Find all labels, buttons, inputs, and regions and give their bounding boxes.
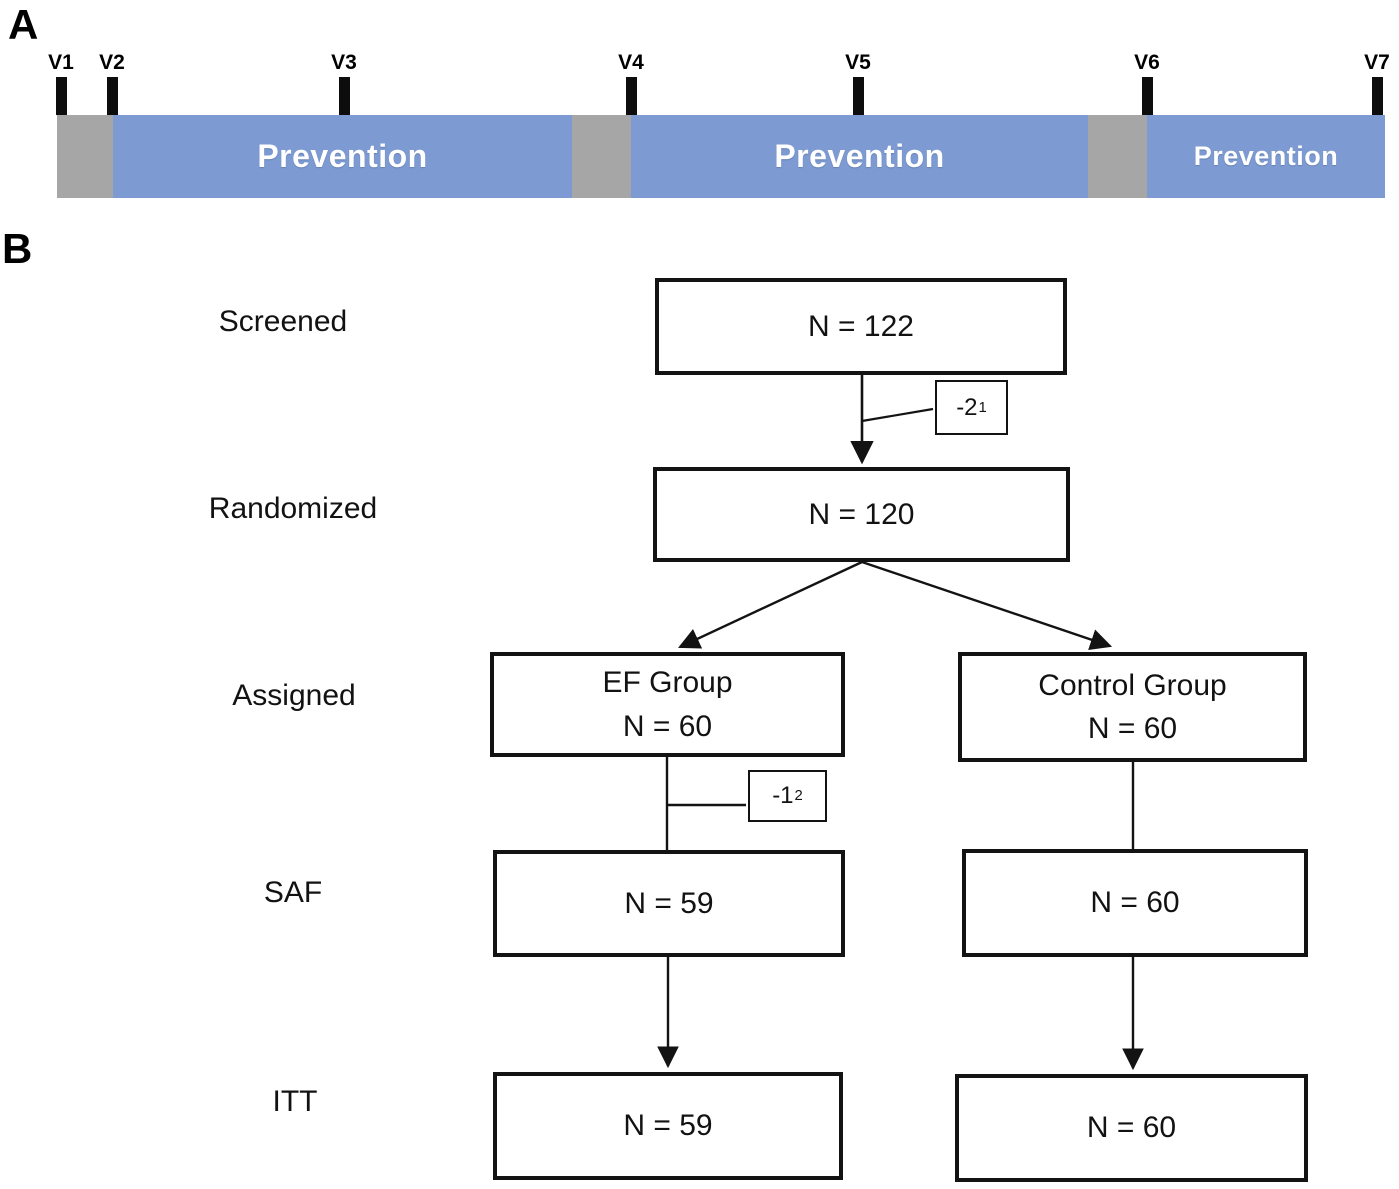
visit-label-v4: V4 [618, 51, 644, 74]
box-ef-saf-n: N = 59 [624, 886, 714, 920]
box-control-itt: N = 60 [955, 1074, 1308, 1182]
visit-tick-v3 [338, 77, 350, 115]
box-ef-group-title: EF Group [602, 666, 733, 699]
box-control-group: Control Group N = 60 [958, 652, 1307, 762]
row-label-screened: Screened [218, 305, 348, 338]
timeline-segment-prevention: Prevention [631, 115, 1088, 198]
box-ef-itt: N = 59 [493, 1072, 843, 1180]
note-ef-dropout-value: -1 [772, 782, 794, 809]
visit-label-v3: V3 [331, 51, 357, 74]
visit-tick-v1 [55, 77, 67, 115]
note-screened-dropout-value: -2 [956, 393, 978, 421]
prevention-label: Prevention [1193, 141, 1339, 171]
box-screened-n: N = 122 [808, 309, 914, 343]
visit-label-v5: V5 [845, 51, 871, 74]
box-screened: N = 122 [655, 278, 1067, 375]
timeline-segment-prevention: Prevention [1147, 115, 1385, 198]
timeline-segment-gap [572, 115, 631, 198]
connector-randomized-to-control [861, 560, 1113, 650]
panel-a-label: A [8, 1, 39, 48]
visit-tick-v6 [1141, 77, 1153, 115]
visit-tick-v5 [852, 77, 864, 115]
box-ef-group-n: N = 60 [622, 709, 713, 743]
visit-label-v6: V6 [1134, 51, 1160, 74]
box-randomized: N = 120 [653, 467, 1070, 562]
timeline-segment-gap [57, 115, 113, 198]
box-ef-itt-n: N = 59 [623, 1109, 713, 1143]
box-randomized-n: N = 120 [808, 497, 915, 531]
row-label-itt: ITT [272, 1085, 318, 1118]
connector-randomized-to-ef [678, 560, 863, 649]
timeline-segment-prevention: Prevention [113, 115, 572, 198]
box-control-group-title: Control Group [1038, 668, 1227, 702]
box-control-itt-n: N = 60 [1086, 1111, 1177, 1145]
connector-screened-dropout [861, 407, 934, 423]
panel-b-label: B [2, 225, 33, 272]
visit-tick-v7 [1371, 77, 1383, 115]
box-control-saf: N = 60 [962, 849, 1308, 957]
visit-tick-v4 [625, 77, 637, 115]
timeline-segment-gap [1088, 115, 1147, 198]
row-label-randomized: Randomized [208, 492, 378, 525]
visit-label-v1: V1 [48, 51, 74, 74]
prevention-label: Prevention [257, 138, 428, 174]
box-control-saf-n: N = 60 [1090, 886, 1180, 920]
box-control-group-n: N = 60 [1087, 712, 1178, 745]
prevention-label: Prevention [774, 138, 945, 174]
box-ef-saf: N = 59 [493, 850, 845, 957]
visit-tick-v2 [106, 77, 118, 115]
row-label-saf: SAF [263, 876, 323, 909]
visit-label-v7: V7 [1364, 51, 1390, 74]
box-ef-group: EF Group N = 60 [490, 652, 845, 757]
row-label-assigned: Assigned [232, 679, 356, 712]
visit-label-v2: V2 [99, 51, 125, 74]
